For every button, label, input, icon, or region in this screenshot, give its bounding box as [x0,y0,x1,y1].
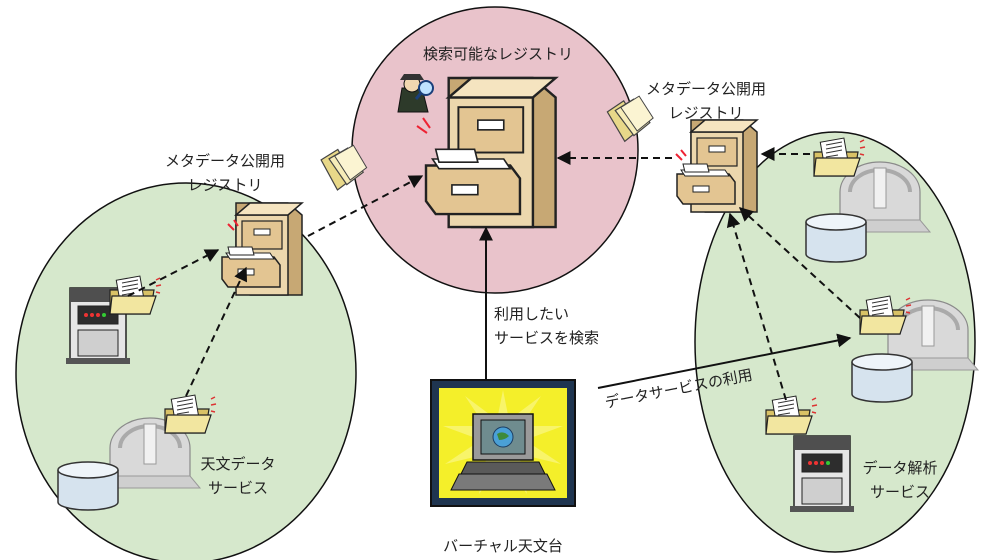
data-analysis-service-region [694,131,976,553]
search-label-line1: 利用したい [494,305,569,323]
detective-icon [397,74,434,113]
astronomy-service-label-line2: サービス [208,479,268,497]
right-registry-label-line2: レジストリ [668,104,743,122]
left-registry-label-line2: レジストリ [187,176,262,194]
search-label-line2: サービスを検索 [494,329,599,347]
database-icon [57,461,119,511]
computer-icon [430,379,576,507]
left-registry-label-line1: メタデータ公開用 [165,152,285,170]
server-icon [789,435,855,513]
virtual-observatory-label: バーチャル天文台 [443,537,563,555]
database-icon [851,353,913,403]
astronomy-service-label-line1: 天文データ [200,455,275,473]
right-registry-label-line1: メタデータ公開用 [646,80,766,98]
database-icon [805,213,867,263]
analysis-service-label-line1: データ解析 [862,459,937,477]
analysis-service-label-line2: サービス [870,483,930,501]
file-cabinet-icon [676,119,758,213]
central-registry-title: 検索可能なレジストリ [423,45,573,63]
connectors [127,147,861,401]
